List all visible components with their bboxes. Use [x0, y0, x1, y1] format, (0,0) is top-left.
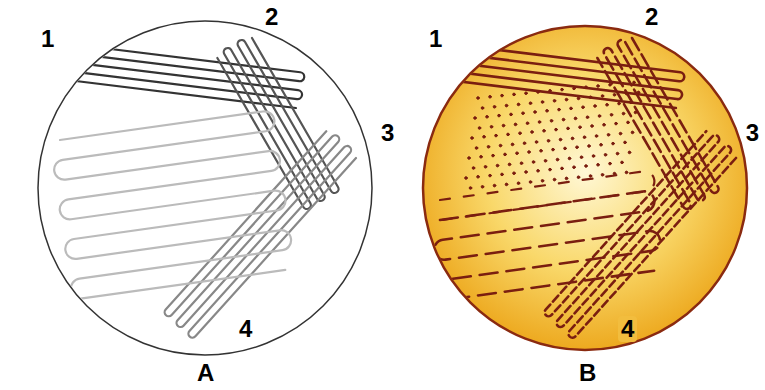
- sector-number: 3: [378, 120, 397, 146]
- agar-plate: [423, 26, 747, 350]
- sector-number: 1: [426, 26, 445, 52]
- panel-letter: B: [576, 360, 599, 386]
- petri-dish: [38, 21, 372, 355]
- sector-number: 1: [38, 26, 57, 52]
- streak-path: [543, 128, 739, 339]
- sector-number: 2: [262, 4, 281, 30]
- panel-letter: A: [194, 360, 217, 386]
- streak-path: [50, 110, 295, 300]
- sector-number: 4: [618, 316, 637, 342]
- streak-lines: [50, 35, 359, 340]
- sector-number: 4: [236, 316, 255, 342]
- sector-number: 3: [743, 120, 762, 146]
- colony-streaks: [430, 35, 739, 340]
- streak-path: [430, 190, 664, 301]
- streak-path: [440, 170, 656, 220]
- sector-number: 2: [642, 4, 661, 30]
- isolated-colonies: [465, 81, 640, 189]
